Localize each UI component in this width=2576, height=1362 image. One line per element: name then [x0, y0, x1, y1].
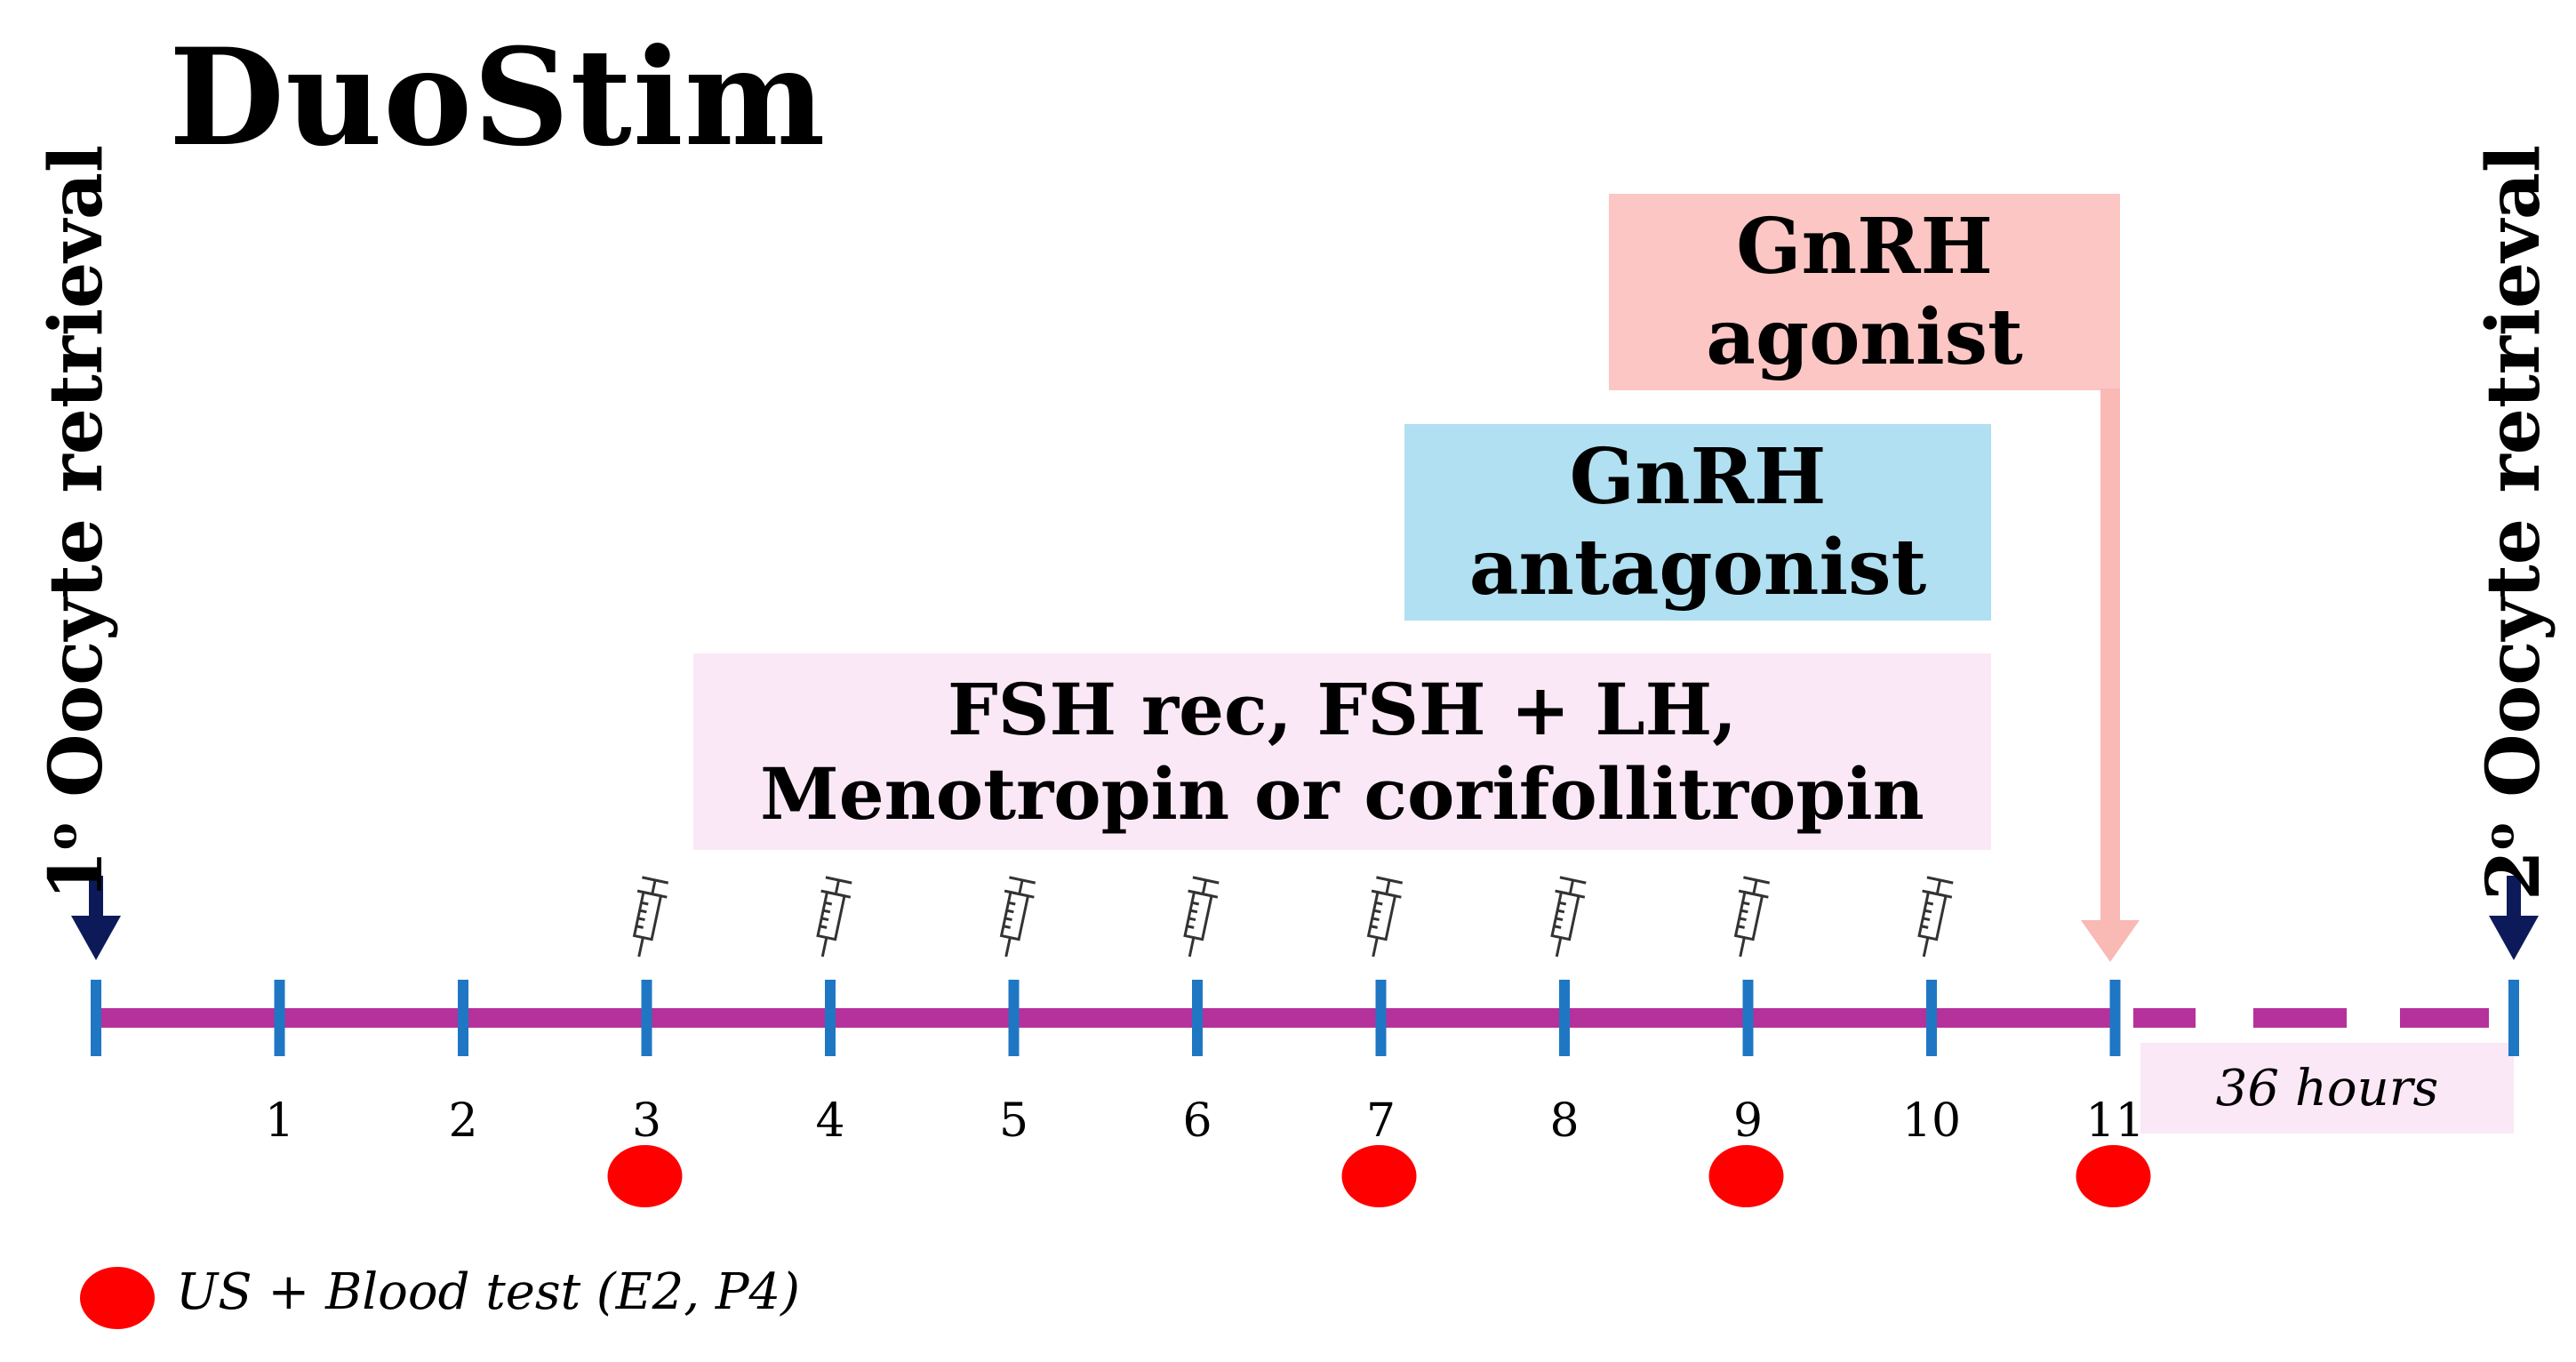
timeline-tick: [1008, 980, 1020, 1056]
agonist-arrow-head: [2081, 920, 2140, 962]
gnrh-antagonist-box: [1404, 424, 1991, 621]
down-arrow-icon: [2489, 876, 2539, 960]
fsh-line-2: Menotropin or corifollitropin: [760, 751, 1924, 836]
timeline-tick: [1742, 980, 1754, 1056]
first-retrieval-text: Oocyte retrieval: [34, 144, 119, 823]
syringe-icon: [816, 876, 852, 957]
timeline-dash: [2400, 1008, 2489, 1028]
test-dot: [2076, 1145, 2151, 1207]
test-dot: [1708, 1145, 1784, 1207]
day-label: 5: [998, 1094, 1029, 1148]
injection-icons: [632, 876, 1954, 957]
timeline-dashed-segment: [2133, 1008, 2489, 1028]
day-label: 7: [1365, 1094, 1396, 1148]
timeline-dash: [2253, 1008, 2347, 1028]
hours-label: 36 hours: [2215, 1059, 2439, 1118]
day-label: 10: [1901, 1094, 1962, 1148]
timeline-bar: [96, 1008, 2117, 1028]
agonist-line-2: agonist: [1706, 292, 2023, 382]
hours-box-bg: [2140, 1043, 2514, 1134]
day-label: 8: [1549, 1094, 1580, 1148]
timeline-tick: [825, 980, 836, 1056]
timeline-tick: [458, 980, 468, 1056]
red-dot-icon: [80, 1267, 155, 1329]
timeline-tick: [1926, 980, 1937, 1056]
antagonist-line-2: antagonist: [1468, 522, 1927, 613]
down-arrow-icon: [71, 876, 121, 960]
fsh-line-1: FSH rec, FSH + LH,: [947, 668, 1738, 752]
timeline-tick: [91, 980, 101, 1056]
timeline-dash: [2133, 1008, 2196, 1028]
antagonist-line-1: GnRH: [1569, 432, 1827, 523]
second-oocyte-retrieval-label: 2o Oocyte retrieval: [2471, 145, 2556, 901]
syringe-icon: [1183, 876, 1220, 957]
agonist-line-1: GnRH: [1736, 202, 1993, 292]
first-retrieval-number: 1: [34, 850, 119, 901]
diagram-title: DuoStim: [169, 20, 827, 176]
syringe-icon: [999, 876, 1036, 957]
first-oocyte-retrieval-label: 1o Oocyte retrieval: [34, 145, 119, 901]
timeline-tick: [641, 980, 652, 1056]
fsh-box: [693, 653, 1991, 850]
syringe-icon: [1733, 876, 1771, 957]
day-label: 11: [2085, 1094, 2145, 1148]
test-dot: [607, 1145, 683, 1207]
legend-text: US + Blood test (E2, P4): [176, 1263, 801, 1321]
first-retrieval-ordinal: o: [37, 822, 86, 851]
syringe-icon: [632, 876, 669, 957]
fsh-label: FSH rec, FSH + LH, Menotropin or corifol…: [693, 653, 1991, 850]
day-label: 4: [815, 1094, 845, 1148]
gnrh-agonist-label: GnRH agonist: [1609, 194, 2120, 390]
day-label: 9: [1732, 1094, 1764, 1148]
day-label: 2: [448, 1094, 478, 1148]
second-retrieval-number: 2: [2471, 850, 2556, 901]
day-label: 3: [631, 1094, 662, 1148]
syringe-icon: [1917, 876, 1954, 957]
timeline-ticks: [91, 980, 2519, 1056]
timeline-tick: [2508, 980, 2519, 1056]
syringe-icon: [1366, 876, 1404, 957]
timeline-tick: [1192, 980, 1203, 1056]
gnrh-antagonist-label: GnRH antagonist: [1404, 424, 1991, 621]
day-label: 1: [264, 1094, 295, 1148]
agonist-arrow-shaft: [2100, 389, 2120, 922]
gnrh-agonist-box: [1609, 194, 2120, 390]
second-retrieval-ordinal: o: [2475, 822, 2524, 851]
test-dot: [1341, 1145, 1417, 1207]
second-retrieval-text: Oocyte retrieval: [2471, 144, 2556, 823]
timeline-tick: [2109, 980, 2121, 1056]
timeline-tick: [1559, 980, 1570, 1056]
day-label: 6: [1182, 1094, 1212, 1148]
timeline-tick: [274, 980, 285, 1056]
test-dots: [607, 1145, 2151, 1207]
timeline-tick: [1375, 980, 1387, 1056]
syringe-icon: [1550, 876, 1587, 957]
